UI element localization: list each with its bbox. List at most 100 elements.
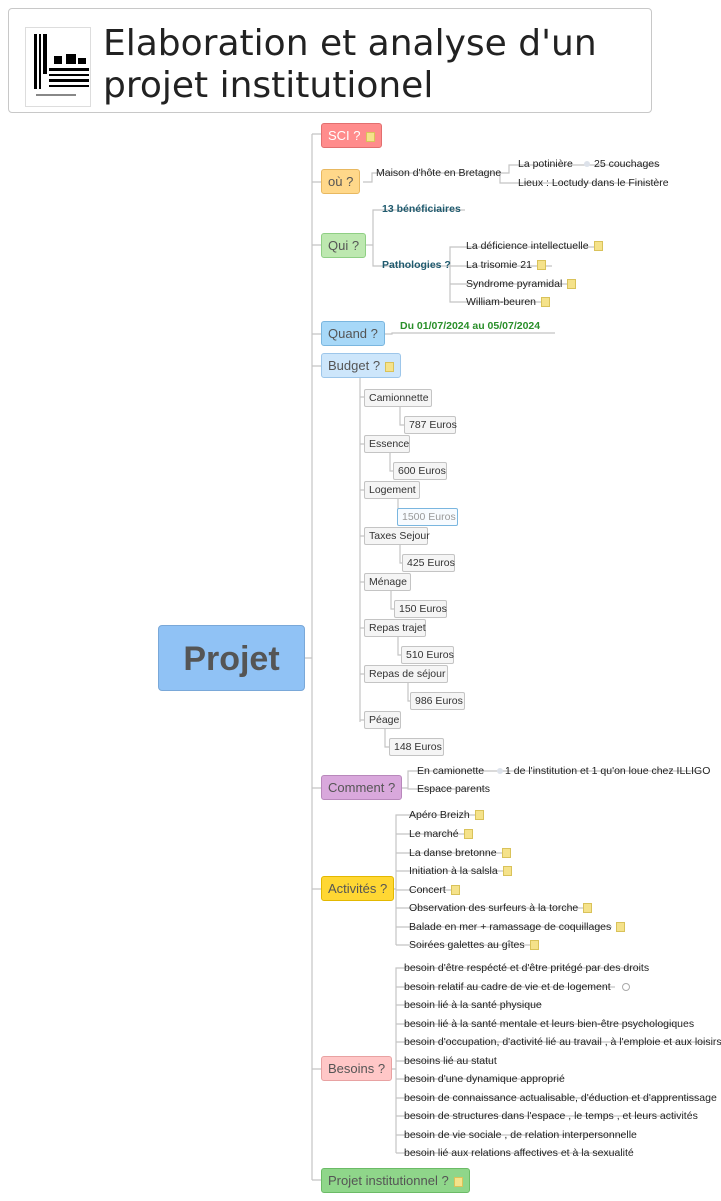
note-icon[interactable] (474, 810, 484, 821)
pathologie-item[interactable]: Syndrome pyramidal (466, 277, 577, 291)
budget-item-value[interactable]: 148 Euros (389, 738, 444, 756)
branch-sci-label: SCI ? (328, 128, 361, 143)
budget-item-label[interactable]: Repas trajet (364, 619, 426, 637)
activite-label: Le marché (409, 828, 459, 840)
branch-projet-label: Projet institutionnel ? (328, 1173, 449, 1188)
branch-quand[interactable]: Quand ? (321, 321, 385, 346)
ou-potiniere[interactable]: La potinière (518, 157, 590, 171)
branch-activites-label: Activités ? (328, 881, 388, 896)
activite-item[interactable]: Concert (409, 883, 460, 897)
note-icon[interactable] (450, 885, 460, 896)
branch-besoins[interactable]: Besoins ? (321, 1056, 393, 1081)
note-icon[interactable] (529, 940, 539, 951)
budget-item-label[interactable]: Essence (364, 435, 410, 453)
besoin-item[interactable]: besoin relatif au cadre de vie et de log… (404, 980, 630, 994)
activite-label: Concert (409, 884, 446, 896)
pathologie-label: Syndrome pyramidal (466, 278, 563, 290)
branch-besoins-label: Besoins ? (328, 1061, 386, 1076)
besoin-item[interactable]: besoin de structures dans l'espace , le … (404, 1110, 698, 1122)
activite-label: Initiation à la salsla (409, 865, 498, 877)
activite-label: Soirées galettes au gîtes (409, 939, 525, 951)
qui-pathologies[interactable]: Pathologies ? (382, 259, 451, 271)
besoin-item[interactable]: besoin d'une dynamique approprié (404, 1073, 565, 1085)
budget-item-label[interactable]: Péage (364, 711, 401, 729)
central-topic[interactable]: Projet (158, 625, 305, 691)
besoin-label: besoin relatif au cadre de vie et de log… (404, 981, 611, 993)
budget-item-label[interactable]: Ménage (364, 573, 411, 591)
quand-dates[interactable]: Du 01/07/2024 au 05/07/2024 (400, 320, 541, 332)
besoin-item[interactable]: besoin lié aux relations affectives et à… (404, 1147, 634, 1159)
pathologie-label: William-beuren (466, 296, 537, 308)
note-icon[interactable] (501, 848, 511, 859)
budget-item-label[interactable]: Camionnette (364, 389, 432, 407)
besoin-item[interactable]: besoin d'occupation, d'activité lié au t… (404, 1036, 721, 1048)
map-title: Elaboration et analyse d'un projet insti… (103, 23, 597, 106)
ou-couchages[interactable]: 25 couchages (594, 158, 660, 170)
activite-item[interactable]: Soirées galettes au gîtes (409, 938, 539, 952)
activite-label: Observation des surfeurs à la torche (409, 902, 579, 914)
budget-item-label[interactable]: Taxes Sejour (364, 527, 430, 545)
activite-label: Balade en mer + ramassage de coquillages (409, 921, 612, 933)
comment-detail[interactable]: 1 de l'institution et 1 qu'on loue chez … (505, 765, 711, 777)
besoin-item[interactable]: besoin lié à la santé physique (404, 999, 542, 1011)
budget-item-value[interactable]: 600 Euros (393, 462, 447, 480)
link-dot-icon (497, 768, 504, 775)
note-icon[interactable] (385, 361, 395, 372)
note-icon[interactable] (567, 279, 577, 290)
activite-item[interactable]: La danse bretonne (409, 846, 511, 860)
note-icon[interactable] (616, 922, 626, 933)
activite-item[interactable]: Apéro Breizh (409, 808, 484, 822)
comment-camionnette-label: En camionette (417, 765, 485, 777)
budget-item-value[interactable]: 986 Euros (410, 692, 465, 710)
comment-parents[interactable]: Espace parents (417, 783, 490, 795)
branch-comment[interactable]: Comment ? (321, 775, 403, 800)
branch-comment-label: Comment ? (328, 780, 396, 795)
pathologie-label: La déficience intellectuelle (466, 240, 589, 252)
budget-item-value[interactable]: 425 Euros (402, 554, 455, 572)
link-dot-icon (583, 161, 590, 168)
pathologie-item[interactable]: William-beuren (466, 295, 551, 309)
branch-qui[interactable]: Qui ? (321, 233, 367, 258)
note-icon[interactable] (453, 1176, 463, 1187)
ou-potiniere-label: La potinière (518, 158, 573, 170)
budget-item-value[interactable]: 510 Euros (401, 646, 454, 664)
ou-maison[interactable]: Maison d'hôte en Bretagne (376, 167, 502, 179)
branch-sci[interactable]: SCI ? (321, 123, 382, 148)
title-box[interactable]: Elaboration et analyse d'un projet insti… (8, 8, 652, 113)
pathologie-item[interactable]: La déficience intellectuelle (466, 239, 603, 253)
note-icon[interactable] (583, 903, 593, 914)
note-icon[interactable] (463, 829, 473, 840)
besoin-item[interactable]: besoin de connaissance actualisable, d'é… (404, 1092, 717, 1104)
activite-item[interactable]: Le marché (409, 827, 473, 841)
branch-activites[interactable]: Activités ? (321, 876, 395, 901)
ou-lieux[interactable]: Lieux : Loctudy dans le Finistère (518, 177, 669, 189)
besoin-item[interactable]: besoin d'être respécté et d'être pritégé… (404, 962, 650, 974)
besoin-item[interactable]: besoin de vie sociale , de relation inte… (404, 1129, 637, 1141)
branch-projet-institutionnel[interactable]: Projet institutionnel ? (321, 1168, 470, 1193)
logo-image (25, 27, 91, 107)
budget-item-value[interactable]: 787 Euros (404, 416, 457, 434)
note-icon[interactable] (541, 297, 551, 308)
note-icon[interactable] (593, 241, 603, 252)
budget-item-label[interactable]: Repas de séjour (364, 665, 448, 683)
activite-label: Apéro Breizh (409, 809, 470, 821)
branch-ou[interactable]: où ? (321, 169, 361, 194)
budget-item-value[interactable]: 150 Euros (394, 600, 447, 618)
besoin-item[interactable]: besoin lié à la santé mentale et leurs b… (404, 1018, 695, 1030)
comment-camionnette[interactable]: En camionette (417, 764, 504, 778)
note-icon[interactable] (502, 866, 512, 877)
pathologie-item[interactable]: La trisomie 21 (466, 258, 546, 272)
budget-item-label[interactable]: Logement (364, 481, 420, 499)
note-icon[interactable] (536, 260, 546, 271)
qui-beneficiaires[interactable]: 13 bénéficiaires (382, 203, 461, 215)
note-icon[interactable] (365, 131, 375, 142)
activite-item[interactable]: Balade en mer + ramassage de coquillages (409, 920, 626, 934)
budget-item-value[interactable]: 1500 Euros (397, 508, 458, 526)
expand-icon[interactable] (621, 983, 630, 992)
branch-budget[interactable]: Budget ? (321, 353, 402, 378)
besoin-item[interactable]: besoins lié au statut (404, 1055, 497, 1067)
activite-item[interactable]: Initiation à la salsla (409, 864, 512, 878)
activite-item[interactable]: Observation des surfeurs à la torche (409, 901, 593, 915)
branch-ou-label: où ? (328, 174, 354, 189)
